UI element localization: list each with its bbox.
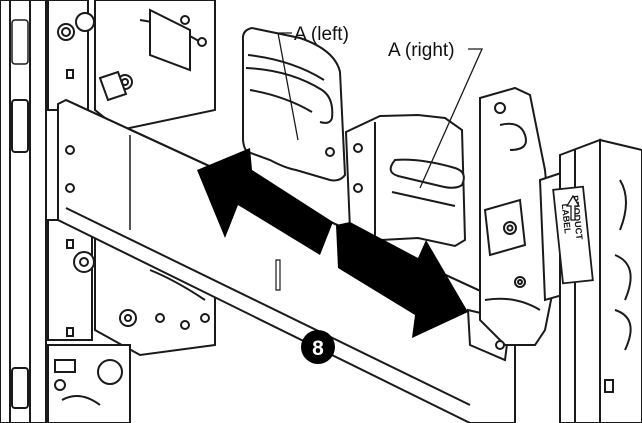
- right-rail-assembly: [479, 86, 582, 350]
- callout-leaders: [277, 32, 484, 189]
- step-number: 8: [312, 337, 324, 360]
- step-badge: 8: [301, 330, 335, 364]
- left-rack-post: [0, 0, 47, 423]
- product-label: PRODUCT LABEL: [552, 185, 594, 285]
- callout-a-left: A (left): [294, 24, 349, 45]
- up-arrow-icon: [565, 194, 581, 221]
- callout-a-right: A (right): [388, 40, 455, 61]
- product-label-line2: LABEL: [560, 203, 573, 234]
- bracket-a-left: [241, 26, 347, 182]
- double-headed-arrow-icon: [197, 148, 468, 338]
- left-rack-ear: [47, 344, 131, 423]
- bracket-a-right: [344, 113, 467, 248]
